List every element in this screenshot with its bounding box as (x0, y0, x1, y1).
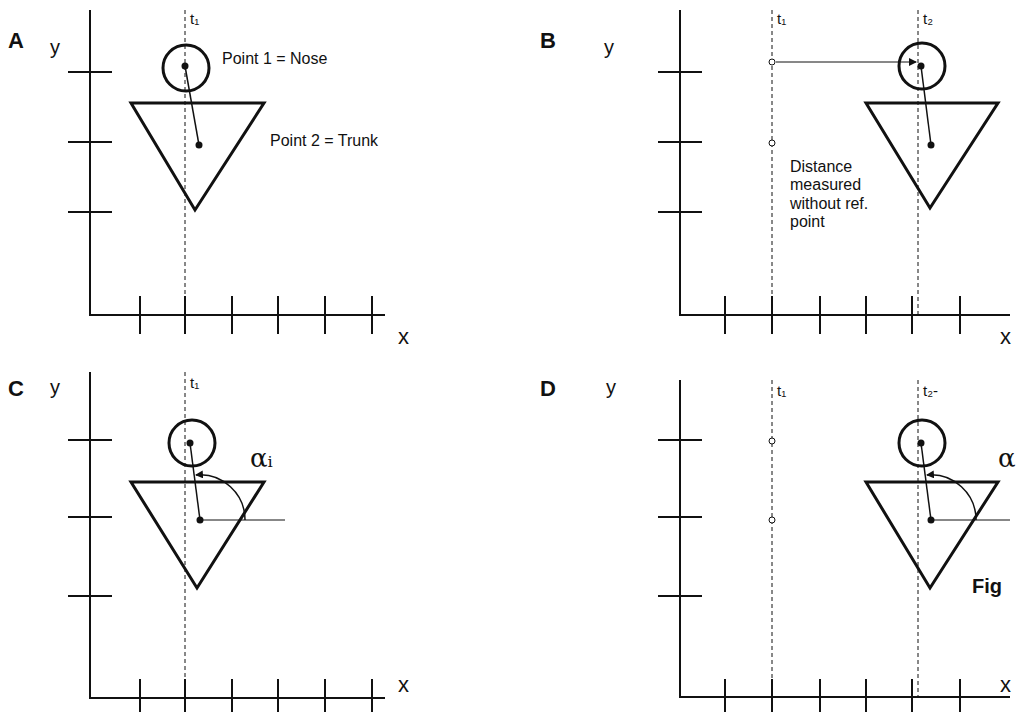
axis-label: x (1000, 324, 1011, 349)
point-label: Point 1 = Nose (222, 50, 327, 68)
axis-label: y (50, 376, 60, 399)
axis-label: y (606, 376, 616, 399)
axis-label: x (398, 324, 409, 349)
panel-letter: C (8, 376, 24, 401)
axis-label: x (398, 672, 409, 697)
angle-label: α (998, 444, 1016, 474)
panel-c (68, 372, 385, 712)
point-label: Point 2 = Trunk (270, 132, 378, 150)
panel-letter: D (540, 376, 556, 401)
panel-d (658, 380, 1010, 712)
axis-label: y (604, 36, 614, 59)
axis-label: y (50, 36, 60, 59)
time-label: t₂ (923, 10, 933, 27)
angle-label: αᵢ (250, 444, 273, 474)
time-label: t₁ (777, 382, 786, 399)
panel-letter: A (8, 28, 24, 53)
panel-a (68, 10, 385, 334)
panel-b (658, 10, 1010, 334)
figure-label: Fig (972, 575, 1002, 598)
time-label: t₂- (923, 382, 938, 399)
time-label: t₁ (190, 374, 199, 391)
time-label: t₁ (777, 10, 786, 27)
time-label: t₁ (190, 10, 199, 27)
axis-label: x (1000, 672, 1011, 697)
panel-letter: B (540, 28, 556, 53)
note-text: Distance measured without ref. point (790, 158, 900, 232)
